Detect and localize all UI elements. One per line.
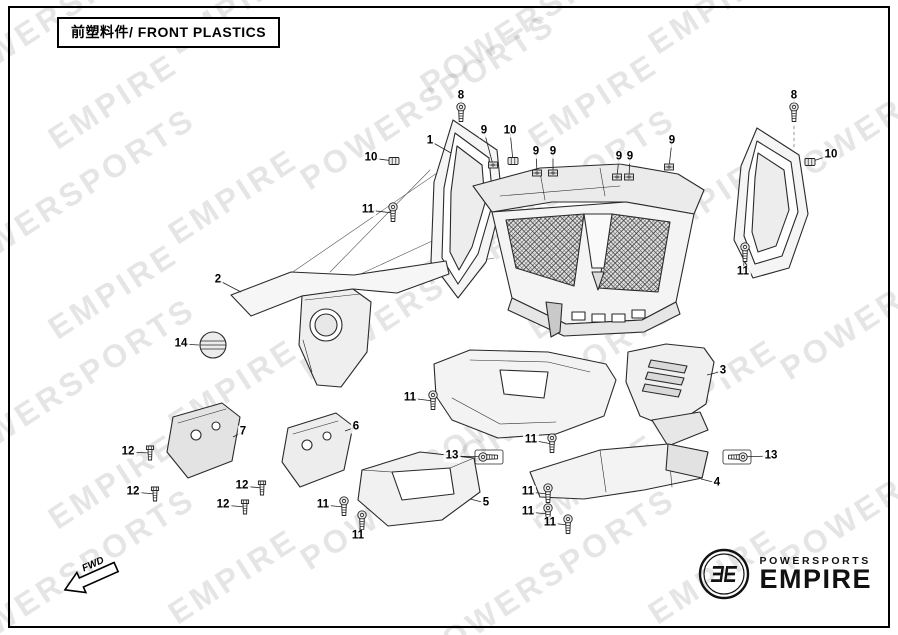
watermark-text: EMPIRE	[641, 331, 785, 442]
watermark-text: POWERSPORTS	[773, 5, 898, 197]
brand-name-bottom: EMPIRE	[759, 564, 872, 595]
brand-name-top: POWERSPORTS	[759, 555, 871, 568]
watermark-text: EMPIRE	[161, 521, 305, 632]
watermark-text: POWERSPORTS	[293, 5, 563, 197]
brand-logo: POWERSPORTS EMPIRE	[698, 548, 872, 600]
watermark-text: POWERSPORTS	[293, 195, 563, 387]
fwd-direction-marker: FWD	[63, 555, 120, 594]
watermark-text: EMPIRE	[641, 141, 785, 252]
watermark-text: EMPIRE	[161, 331, 305, 442]
brand-emblem-icon	[699, 548, 750, 600]
watermark-text: POWERSPORTS	[293, 385, 563, 577]
fwd-arrow-icon	[63, 561, 120, 594]
watermark-text: EMPIRE	[161, 141, 305, 252]
watermark-text: EMPIRE	[641, 0, 785, 62]
page-title: 前塑料件/ FRONT PLASTICS	[57, 17, 281, 48]
watermark-text: POWERSPORTS	[773, 195, 898, 387]
